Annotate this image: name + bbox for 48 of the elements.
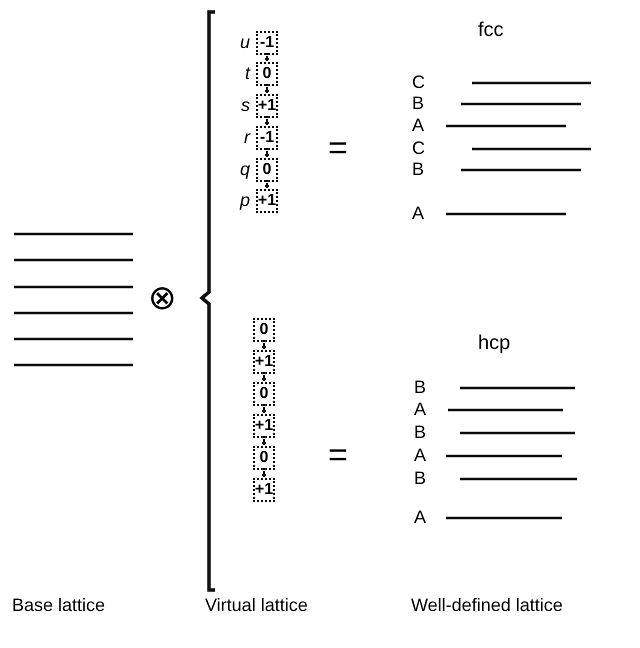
layer-letter: r [243,128,250,146]
layer-letter: B [412,94,424,112]
layer-letter: u [238,33,250,51]
value-box: 0 [253,318,275,342]
layer-letter: A [412,204,424,222]
link-line [261,436,267,445]
layer-letter: B [414,423,426,441]
operator-symbol: = [328,438,348,472]
value-box: 0 [253,382,275,406]
layer-letter: B [414,378,426,396]
link-line [264,180,270,188]
layer-letter: B [414,469,426,487]
value-box: 0 [256,158,278,182]
layer-letter: C [412,139,425,157]
value-box: 0 [256,62,278,86]
value-box: +1 [253,478,275,502]
column-caption: Well-defined lattice [411,596,563,614]
layer-letter: A [412,116,424,134]
layer-letter: B [412,160,424,178]
layer-letter: A [414,508,426,526]
link-line [261,404,267,413]
value-box: -1 [256,31,278,55]
link-line [261,340,267,349]
value-box: -1 [256,126,278,150]
link-line [261,468,267,477]
column-caption: Virtual lattice [205,596,308,614]
value-box: +1 [256,94,278,118]
link-line [261,372,267,381]
layer-letter: q [238,160,250,178]
structure-title: fcc [478,20,504,40]
value-box: +1 [256,189,278,213]
link-line [264,84,270,93]
value-box: 0 [253,446,275,470]
link-line [264,148,270,157]
operator-symbol: = [328,131,348,165]
layer-letter: A [414,400,426,418]
layer-letter: s [240,96,250,114]
layer-letter: p [238,191,250,209]
value-box: +1 [253,414,275,438]
value-box: +1 [253,350,275,374]
layer-letter: t [244,64,250,82]
layer-letter: C [412,73,425,91]
layer-letter: A [414,446,426,464]
column-caption: Base lattice [12,596,106,614]
link-line [264,53,270,61]
operator-symbol: ⊗ [148,281,176,315]
link-line [264,116,270,125]
structure-title: hcp [478,333,510,353]
